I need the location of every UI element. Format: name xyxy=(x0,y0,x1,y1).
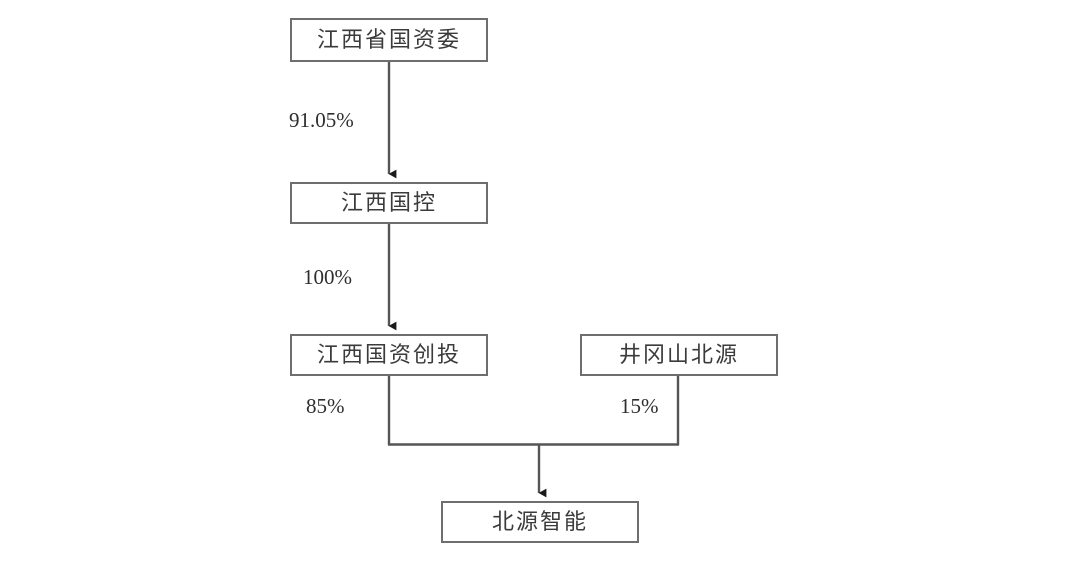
node-beiyuan-zhineng[interactable]: 北源智能 xyxy=(441,501,639,543)
node-label-jiangxi-guozi-chuangtou: 江西国资创投 xyxy=(316,342,461,367)
node-jiangxi-guozi-chuangtou[interactable]: 江西国资创投 xyxy=(290,334,488,376)
node-jinggangshan-beiyuan[interactable]: 井冈山北源 xyxy=(580,334,778,376)
node-jiangxi-sasac[interactable]: 江西省国资委 xyxy=(290,18,488,62)
edge-label-sasac-to-guokong: 91.05% xyxy=(289,108,354,132)
node-label-jiangxi-sasac: 江西省国资委 xyxy=(316,27,461,52)
edge-label-jinggangshan-to-beiyuan: 15% xyxy=(620,394,659,418)
node-label-jinggangshan-beiyuan: 井冈山北源 xyxy=(618,342,739,367)
node-label-beiyuan-zhineng: 北源智能 xyxy=(491,509,588,534)
edge-label-chuangtou-to-beiyuan: 85% xyxy=(306,394,345,418)
edge-label-guokong-to-chuangtou: 100% xyxy=(303,265,352,289)
node-label-jiangxi-guokong: 江西国控 xyxy=(340,190,437,215)
node-jiangxi-guokong[interactable]: 江西国控 xyxy=(290,182,488,224)
